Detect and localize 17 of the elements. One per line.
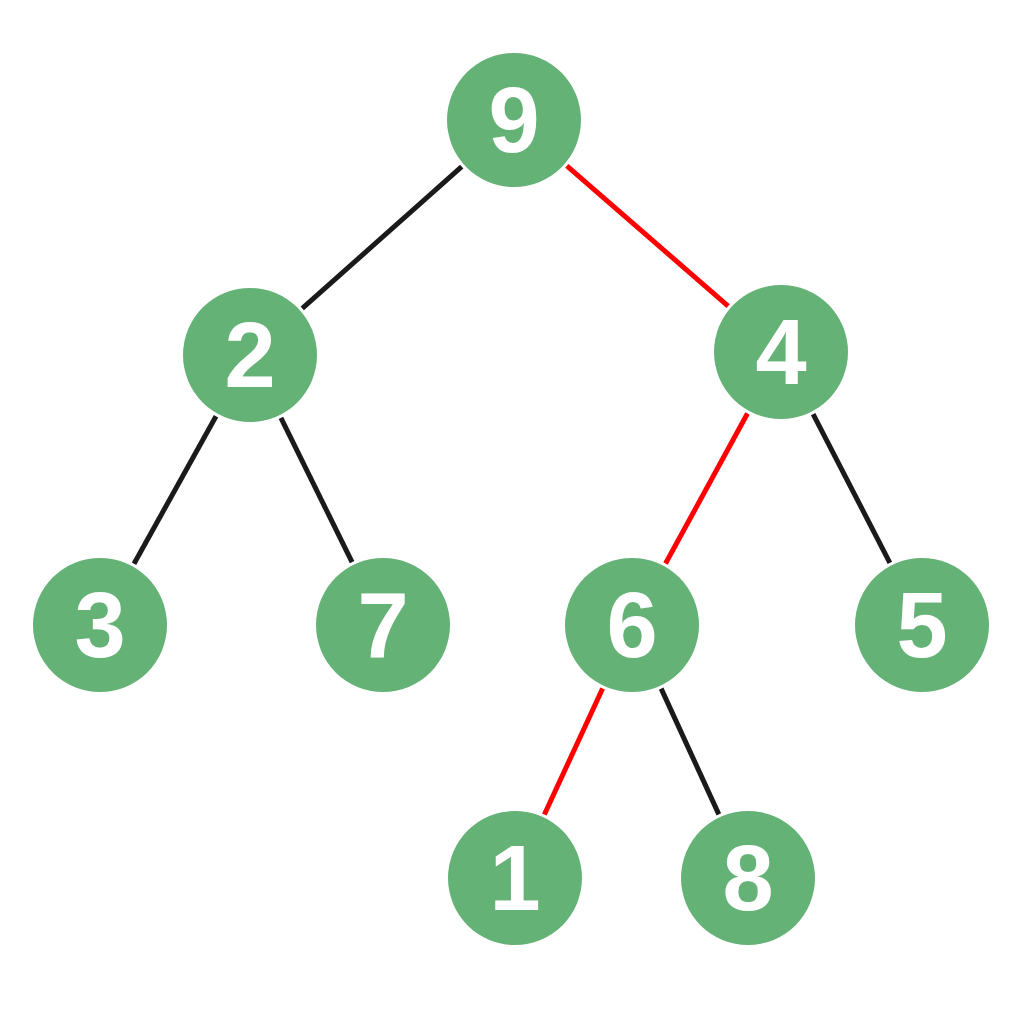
tree-edge [658,687,722,816]
node-number: 2 [224,309,276,401]
node-number: 1 [489,832,541,924]
node-number: 4 [755,306,807,398]
tree-edge [300,164,464,311]
tree-edge [131,415,219,565]
node-number: 9 [488,74,540,166]
node-number: 6 [606,579,658,671]
tree-edge [565,164,730,308]
node-number: 3 [74,579,126,671]
tree-edge [663,412,750,565]
tree-edge [278,416,355,564]
tree-edge [542,687,605,816]
node-number: 7 [357,579,409,671]
tree-edge [810,413,893,564]
node-number: 5 [896,579,948,671]
node-number: 8 [722,832,774,924]
